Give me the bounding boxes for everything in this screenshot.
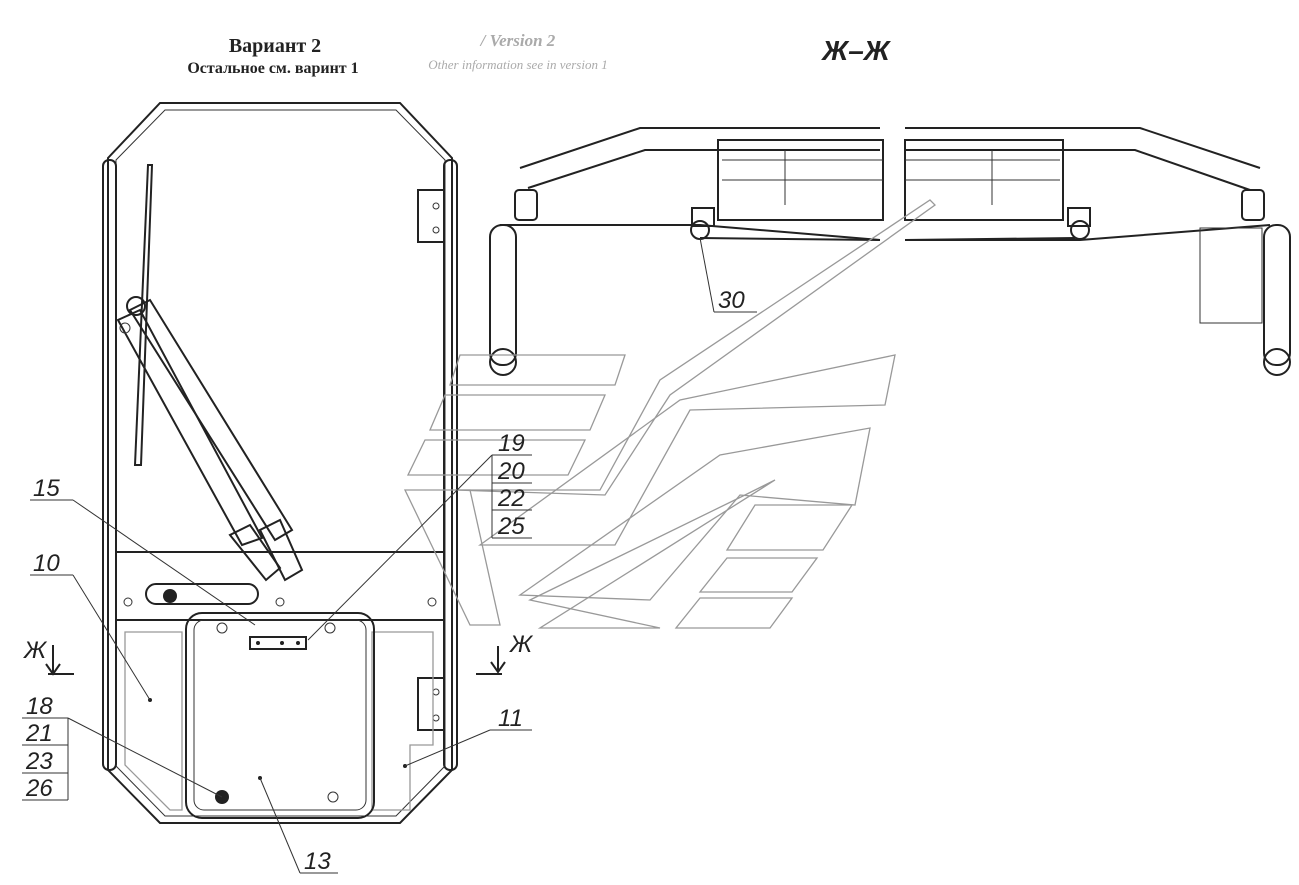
door-outer-frame xyxy=(107,102,453,824)
callout-30: 30 xyxy=(718,287,745,314)
callout-18: 18 xyxy=(26,693,53,720)
door-inner-frame xyxy=(115,109,446,817)
callout-25: 25 xyxy=(497,513,525,540)
door-handle xyxy=(145,583,259,605)
callout-26: 26 xyxy=(25,775,53,802)
section-marker-right: Ж xyxy=(509,631,534,658)
section-bracket xyxy=(1199,227,1263,324)
stripe-decoration xyxy=(403,199,937,629)
leader-lines xyxy=(22,237,757,874)
callout-22: 22 xyxy=(497,485,525,512)
section-view xyxy=(489,127,1291,376)
callout-11: 11 xyxy=(498,705,523,732)
section-tube-right xyxy=(1263,224,1291,366)
section-marker-left: Ж xyxy=(23,637,48,664)
wiper-blade xyxy=(133,164,154,466)
panel-10 xyxy=(124,631,183,811)
callout-20: 20 xyxy=(497,458,525,485)
plate-19 xyxy=(249,636,307,650)
callout-23: 23 xyxy=(25,748,53,775)
door-front-view: Ж Ж xyxy=(23,102,534,824)
callout-21: 21 xyxy=(25,720,53,747)
hatch-13 xyxy=(185,612,375,819)
callout-10: 10 xyxy=(33,550,60,577)
hinge-top xyxy=(417,189,445,243)
callout-15: 15 xyxy=(33,475,60,502)
right-tube xyxy=(443,159,458,771)
other-info-en: Other information see in version 1 xyxy=(428,57,607,72)
section-tube-left xyxy=(489,224,517,366)
variant-title-ru: Вариант 2 xyxy=(229,35,321,57)
panel-11 xyxy=(371,631,434,811)
callout-13: 13 xyxy=(304,848,331,875)
wiper-assembly xyxy=(116,164,304,582)
other-info-ru: Остальное см. варинт 1 xyxy=(187,60,358,77)
wiper-arm-2 xyxy=(128,298,294,542)
variant-title-en: / Version 2 xyxy=(479,31,556,50)
hinge-bottom xyxy=(417,677,445,731)
callout-19: 19 xyxy=(498,430,525,457)
section-label: Ж–Ж xyxy=(820,35,892,66)
left-tube xyxy=(102,159,117,771)
